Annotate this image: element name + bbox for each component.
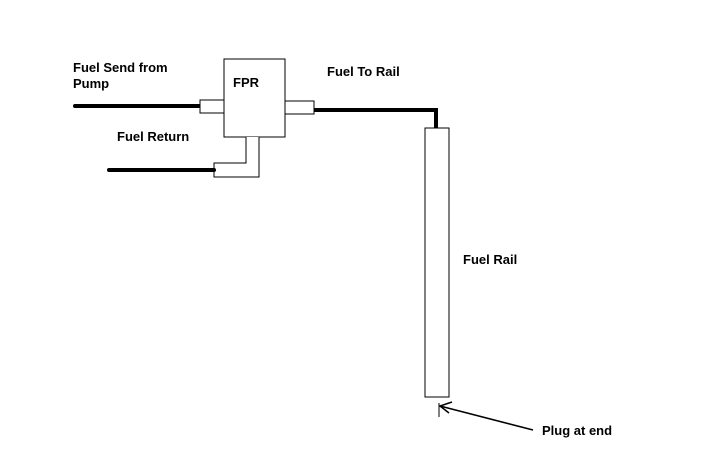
fuel-return-label: Fuel Return bbox=[117, 129, 190, 144]
fuel-rail-label: Fuel Rail bbox=[463, 252, 518, 267]
plug-arrow-shaft bbox=[439, 405, 534, 431]
fuel-to-rail-pipe bbox=[314, 108, 438, 128]
fpr-outlet-fitting bbox=[284, 100, 315, 115]
plug-at-end-label: Plug at end bbox=[542, 423, 613, 438]
fuel-rail bbox=[424, 127, 450, 398]
fuel-send-label-line1: Fuel Send from bbox=[73, 60, 168, 75]
fpr-inlet-fitting bbox=[199, 99, 225, 114]
fuel-to-rail-label: Fuel To Rail bbox=[327, 64, 400, 79]
plug-arrow-head bbox=[438, 401, 453, 414]
fpr-return-fitting bbox=[213, 137, 260, 178]
fpr-box bbox=[223, 58, 286, 138]
fuel-send-label-line2: Pump bbox=[73, 76, 110, 91]
fpr-label: FPR bbox=[233, 75, 259, 90]
